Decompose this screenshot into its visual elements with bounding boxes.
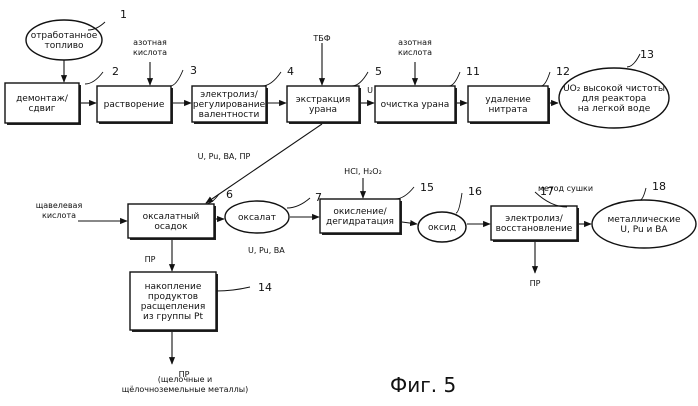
label-l-pr2-line-0: ПР — [530, 279, 541, 288]
node-2-number: 2 — [112, 65, 119, 78]
node-2-line-0: демонтаж/ — [16, 94, 69, 104]
label-l-upuba2-line-0: U, Pu, BA — [248, 246, 285, 255]
node-11-number: 11 — [466, 65, 480, 78]
node-4-leader — [262, 72, 281, 86]
node-18-line-1: U, Pu и BA — [620, 225, 668, 235]
node-7-leader — [287, 198, 310, 208]
node-14-line-1: продуктов — [148, 292, 198, 302]
node-12-line-1: нитрата — [489, 105, 528, 115]
arrow-oxidation-to-oxide — [402, 222, 417, 224]
label-l-hcl-line-0: HCl, H₂O₂ — [344, 167, 382, 176]
node-16-leader — [456, 193, 462, 213]
node-16-line-0: оксид — [428, 223, 456, 233]
node-5-leader — [352, 72, 368, 86]
node-14-number: 14 — [258, 281, 272, 294]
node-13-line-0: UO₂ высокой чистоты — [563, 84, 665, 94]
node-18-number: 18 — [652, 180, 666, 193]
node-13-number: 13 — [640, 48, 654, 61]
node-14-line-3: из группы Pt — [143, 312, 203, 322]
node-14-line-2: расщепления — [141, 302, 206, 312]
node-7-line-0: оксалат — [238, 213, 276, 223]
label-l-upuba1-line-0: U, Pu, BA, ПР — [198, 152, 251, 161]
node-15-leader — [395, 187, 414, 199]
node-shapes — [5, 20, 696, 332]
node-14-leader — [216, 287, 250, 291]
label-l-pr1-line-0: ПР — [145, 255, 156, 264]
label-l-nitric2-line-0: азотная — [398, 38, 432, 47]
node-6-line-1: осадок — [154, 222, 188, 232]
node-13-leader — [627, 54, 640, 67]
label-l-drying-line-0: метод сушки — [538, 184, 593, 193]
node-11-line-0: очистка урана — [381, 100, 450, 110]
node-2-leader — [85, 72, 103, 84]
node-4-line-2: валентности — [199, 110, 260, 120]
label-l-u-line-0: U — [367, 86, 373, 95]
node-18-line-0: металлические — [607, 215, 681, 225]
node-7-number: 7 — [315, 191, 322, 204]
node-17-line-0: электролиз/ — [505, 214, 564, 224]
node-2-line-1: сдвиг — [28, 104, 55, 114]
node-1-line-0: отработанное — [31, 31, 98, 41]
node-3-number: 3 — [190, 64, 197, 77]
node-6-number: 6 — [226, 188, 233, 201]
node-11-leader — [449, 72, 460, 86]
node-13-line-2: на легкой воде — [578, 104, 651, 114]
node-15-number: 15 — [420, 181, 434, 194]
node-12-number: 12 — [556, 65, 570, 78]
node-14-line-0: накопление — [145, 282, 202, 292]
node-5-number: 5 — [375, 65, 382, 78]
label-l-nitric1-line-0: азотная — [133, 38, 167, 47]
arrow-extraction-to-oxalate-precip — [206, 124, 322, 203]
node-4-number: 4 — [287, 65, 294, 78]
node-5-line-1: урана — [309, 105, 337, 115]
node-1-number: 1 — [120, 8, 127, 21]
label-l-alkali-line-1: щёлочноземельные металлы) — [122, 385, 248, 394]
node-15-line-0: окисление/ — [333, 207, 387, 217]
node-3-leader — [170, 70, 183, 86]
node-15-line-1: дегидратация — [326, 217, 394, 227]
label-l-oxalic-line-0: щавелевая — [36, 201, 83, 210]
node-4-line-0: электролиз/ — [200, 90, 259, 100]
node-12-leader — [541, 72, 550, 86]
node-13-line-1: для реактора — [582, 94, 646, 104]
label-l-oxalic-line-1: кислота — [42, 211, 76, 220]
label-l-alkali-line-0: (щелочные и — [158, 375, 213, 384]
node-6-line-0: оксалатный — [143, 212, 200, 222]
node-16-number: 16 — [468, 185, 482, 198]
label-l-nitric2-line-1: кислота — [398, 48, 432, 57]
node-12-line-0: удаление — [485, 95, 531, 105]
label-l-nitric1-line-1: кислота — [133, 48, 167, 57]
label-l-tbf-line-0: ТБФ — [312, 34, 330, 43]
node-5-line-0: экстракция — [296, 95, 351, 105]
node-3-line-0: растворение — [104, 100, 165, 110]
figure-caption: Фиг. 5 — [390, 373, 456, 397]
node-1-line-1: топливо — [44, 41, 84, 51]
node-4-line-1: регулирование — [193, 100, 266, 110]
node-17-line-1: восстановление — [496, 224, 573, 234]
node-18-leader — [640, 188, 646, 200]
